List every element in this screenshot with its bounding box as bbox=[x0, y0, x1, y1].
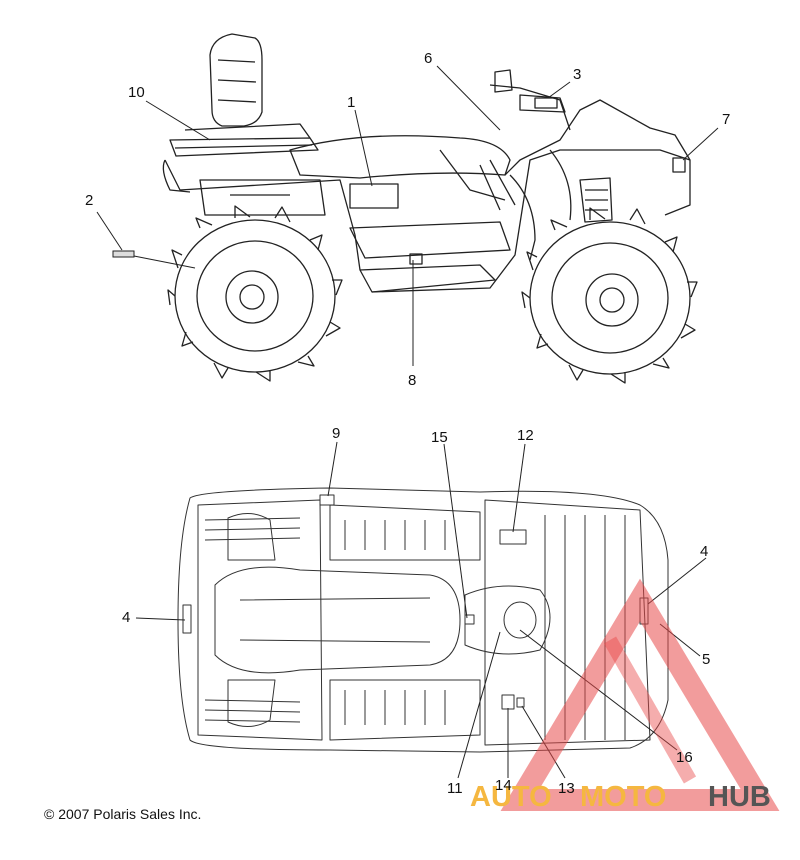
decal-2-shape bbox=[112, 250, 135, 258]
callout-10: 10 bbox=[128, 84, 145, 101]
atv-side-view bbox=[162, 33, 698, 384]
callout-8: 8 bbox=[408, 372, 416, 389]
callout-3: 3 bbox=[573, 66, 581, 83]
callout-6: 6 bbox=[424, 50, 432, 67]
callout-11: 11 bbox=[447, 780, 463, 797]
callout-16: 16 bbox=[676, 749, 693, 766]
copyright-text: © 2007 Polaris Sales Inc. bbox=[44, 806, 202, 822]
callout-13: 15 bbox=[431, 429, 448, 446]
callout-4-right: 4 bbox=[700, 543, 708, 560]
callout-14: 13 bbox=[558, 780, 575, 797]
callout-7: 7 bbox=[722, 111, 730, 128]
callout-4-left: 4 bbox=[122, 609, 130, 626]
watermark-hub: HUB bbox=[708, 781, 771, 813]
callout-1: 1 bbox=[347, 94, 355, 111]
callout-numbers: 10 1 2 6 3 7 8 9 15 12 4 4 5 16 11 14 13 bbox=[85, 50, 730, 797]
watermark-auto: AUTO bbox=[470, 781, 552, 813]
watermark-triangle-icon bbox=[500, 578, 780, 811]
callout-5: 5 bbox=[702, 651, 710, 668]
callout-9: 9 bbox=[332, 425, 340, 442]
callout-2: 2 bbox=[85, 192, 93, 209]
watermark-moto: MOTO bbox=[580, 781, 666, 813]
callout-12: 12 bbox=[517, 427, 534, 444]
callout-15: 14 bbox=[495, 777, 512, 794]
atv-top-view bbox=[177, 487, 669, 753]
leader-lines-side bbox=[96, 65, 719, 366]
watermark: AUTO MOTO HUB bbox=[470, 578, 780, 813]
